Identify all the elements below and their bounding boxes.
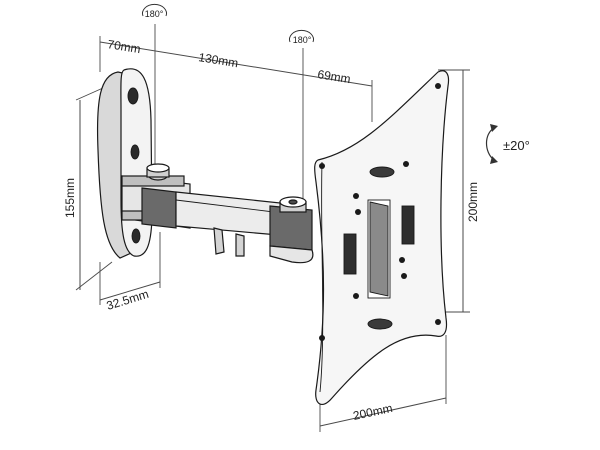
tilt-arrow-top-icon: [490, 124, 498, 132]
arm-clip-2: [235, 233, 245, 257]
vesa-hole: [355, 209, 361, 215]
vesa-holes: [319, 83, 441, 341]
dim-vesa-height: 200mm: [466, 182, 480, 222]
vesa-hole: [319, 335, 325, 341]
wall-pivot-top-face: [146, 163, 170, 173]
vesa-slot-top: [369, 166, 395, 178]
vesa-center-window-shade: [369, 201, 389, 297]
swing-arm: [121, 163, 314, 264]
vesa-hole: [399, 257, 405, 263]
wall-swivel-label: 180°: [145, 9, 164, 19]
dimension-lines: [75, 24, 470, 432]
vesa-slot-left: [343, 233, 357, 275]
arm-swivel-badge: 180°: [289, 29, 314, 45]
wall-swivel-arc-icon: [142, 3, 167, 17]
vesa-hole: [403, 161, 409, 167]
vesa-hole: [319, 163, 325, 169]
vesa-hole: [435, 83, 441, 89]
dim-wall-plate-height: 155mm: [63, 178, 77, 218]
dim-plate-depth: 32.5mm: [105, 287, 151, 313]
depth-dimension-line: [99, 281, 161, 301]
tilt-arc-icon: [485, 127, 495, 161]
plate-pivot-bolt: [288, 199, 298, 205]
dim-vesa-width: 200mm: [352, 401, 394, 423]
vesa-slot-bottom: [367, 318, 393, 330]
wall-plate-slot-3: [131, 228, 141, 244]
arm-clip: [213, 227, 225, 255]
wall-hinge-knuckle: [141, 187, 177, 229]
tilt-indicator: ±20°: [485, 124, 530, 164]
tilt-arrow-bottom-icon: [490, 156, 498, 164]
top-dimension-line: [99, 41, 373, 87]
vesa-width-dimension-line: [319, 397, 447, 427]
dim-wall-plate-width: 70mm: [107, 37, 142, 56]
vesa-plate-left-edge: [319, 161, 324, 393]
vesa-hole: [353, 293, 359, 299]
vesa-plate: [314, 70, 450, 406]
vesa-hole: [435, 319, 441, 325]
arm-swivel-label: 180°: [293, 35, 312, 45]
plate-hinge-base: [269, 245, 314, 264]
dim-arm-to-plate: 69mm: [317, 67, 352, 86]
height-155-ext-bottom: [75, 261, 113, 291]
vesa-slot-right: [401, 205, 415, 245]
plate-hinge-knuckle: [269, 205, 313, 251]
vesa-hole: [353, 193, 359, 199]
tilt-label: ±20°: [503, 138, 530, 153]
wall-plate-slot-2: [130, 144, 140, 160]
wall-swivel-badge: 180°: [142, 3, 167, 19]
vesa-hole: [401, 273, 407, 279]
wall-plate-slot-1: [127, 87, 139, 105]
arm-swivel-arc-icon: [289, 29, 314, 43]
wall-plate: [96, 68, 153, 259]
dim-arm-length: 130mm: [198, 50, 240, 70]
